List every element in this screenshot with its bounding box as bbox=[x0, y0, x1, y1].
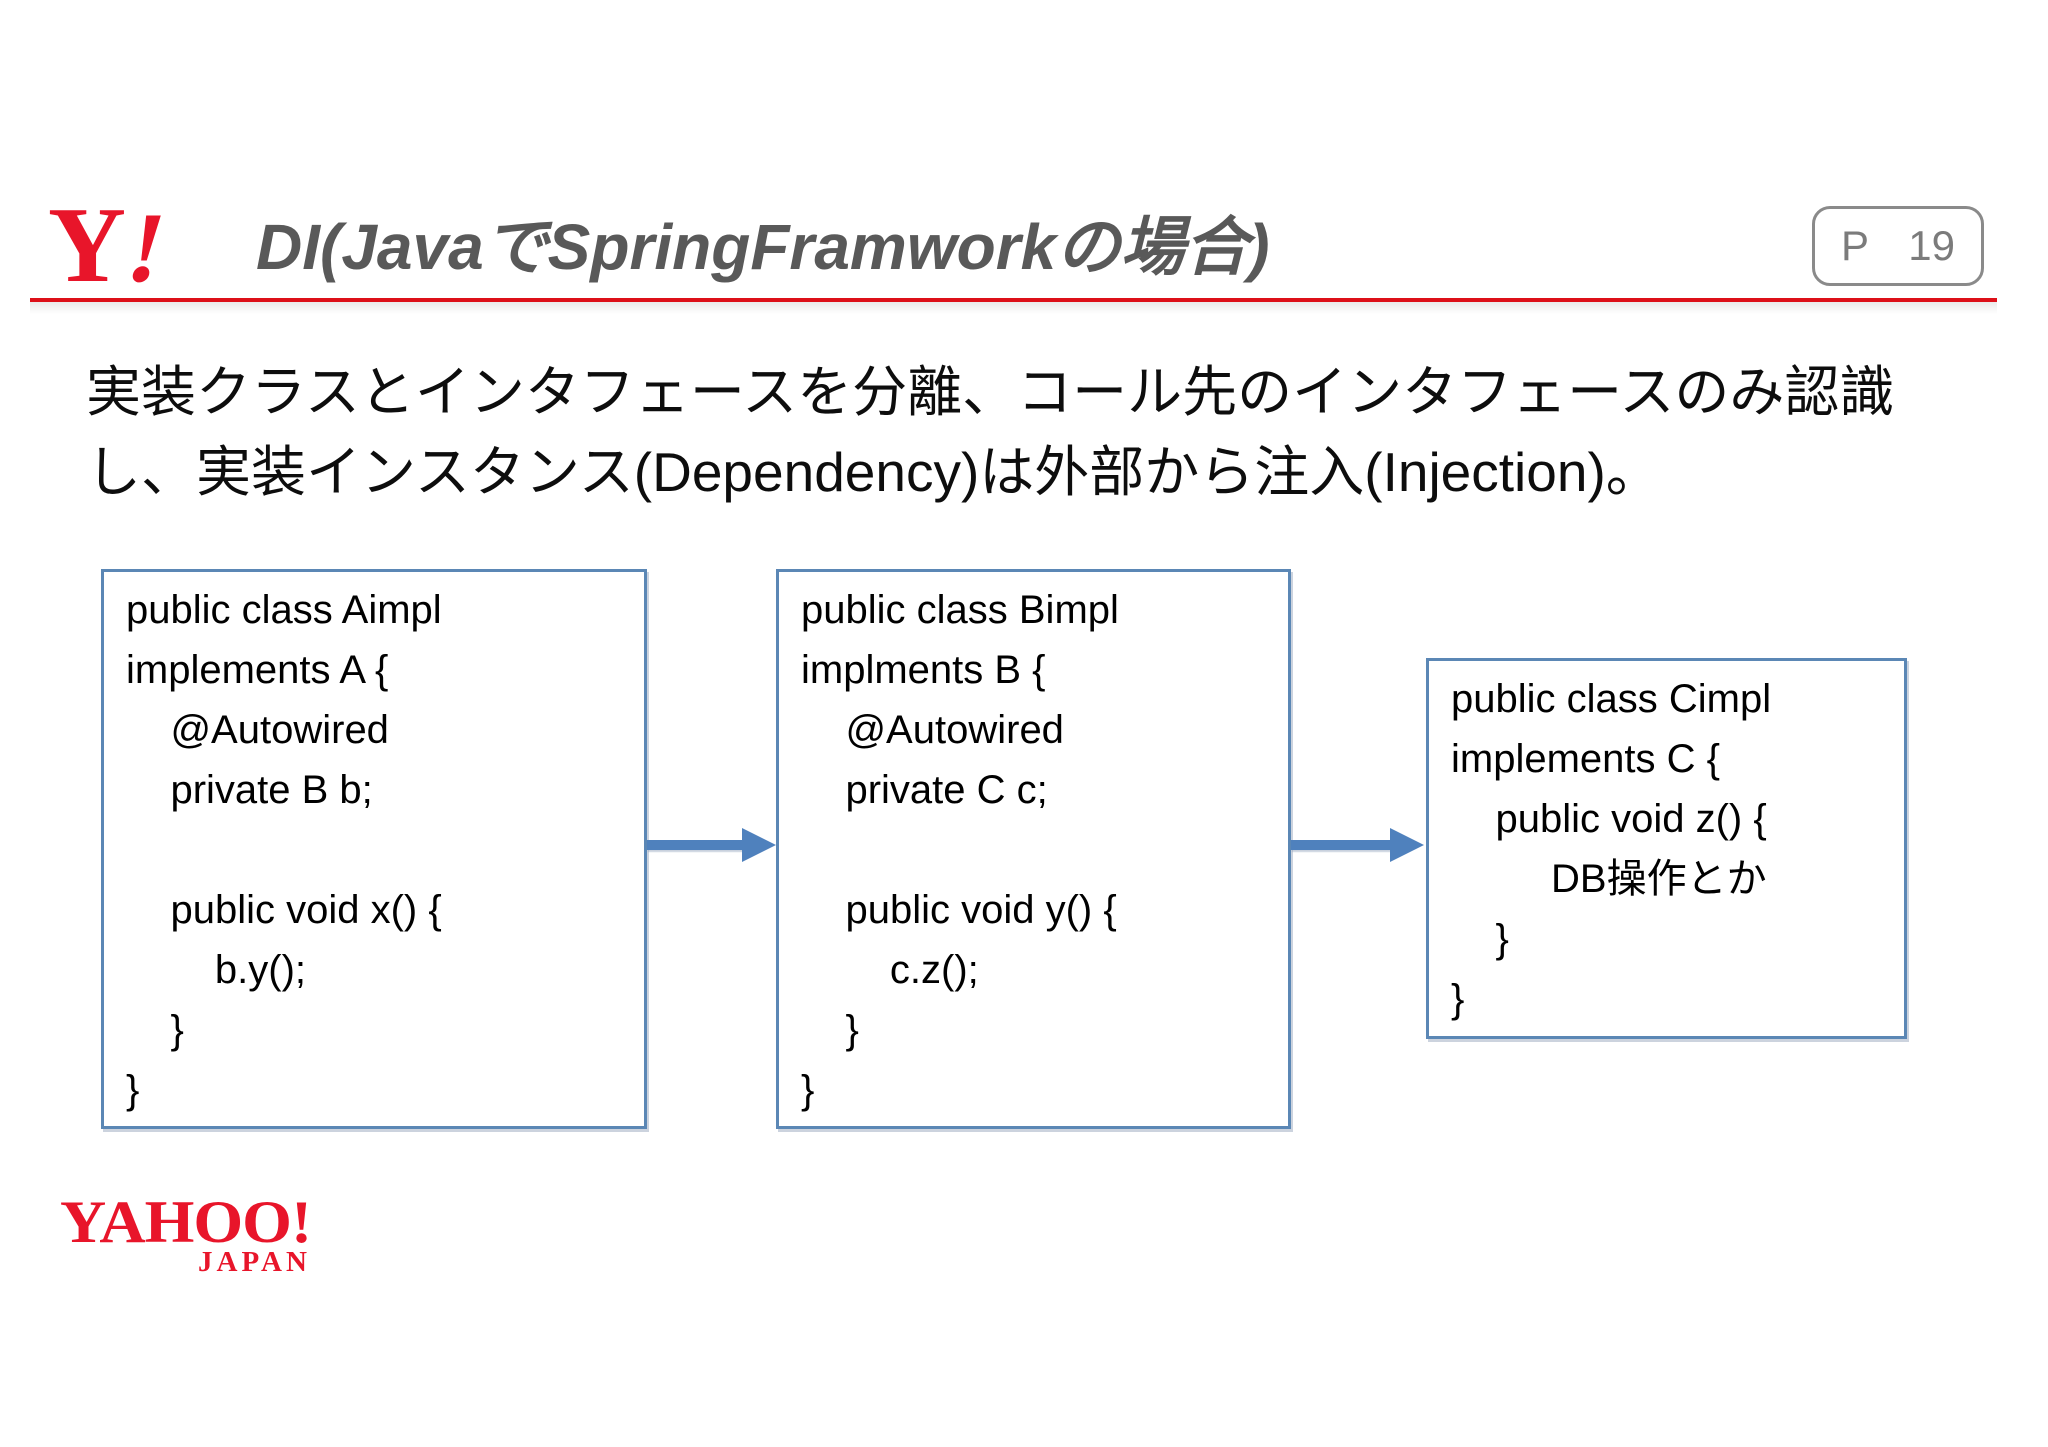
header-divider-shadow bbox=[30, 302, 1997, 314]
yahoo-y-letter: Y bbox=[48, 186, 126, 305]
code-line: } bbox=[126, 1008, 184, 1052]
code-box-aimpl: public class Aimpl implements A { @Autow… bbox=[101, 569, 647, 1129]
lead-text: 実装クラスとインタフェースを分離、コール先のインタフェースのみ認識 し、実装イン… bbox=[86, 352, 1894, 512]
code-line: } bbox=[1451, 977, 1465, 1021]
page-label: P bbox=[1841, 222, 1870, 269]
code-line: public class Bimpl bbox=[801, 588, 1119, 632]
code-line: c.z(); bbox=[801, 948, 979, 992]
arrow-shaft bbox=[1291, 840, 1392, 850]
code-line: implements C { bbox=[1451, 737, 1720, 781]
code-line: } bbox=[126, 1068, 140, 1112]
arrow-right-icon bbox=[1291, 828, 1424, 862]
yahoo-logo-text: YAHOO! bbox=[60, 1187, 312, 1256]
code-line: private B b; bbox=[126, 768, 373, 812]
lead-line-2: し、実装インスタンス(Dependency)は外部から注入(Injection)… bbox=[86, 441, 1661, 503]
code-line bbox=[126, 820, 644, 880]
code-line: public void x() { bbox=[126, 888, 442, 932]
code-line: public class Aimpl bbox=[126, 588, 442, 632]
code-line: } bbox=[801, 1068, 815, 1112]
code-line: b.y(); bbox=[126, 948, 307, 992]
yahoo-japan-logo: YAHOO! JAPAN bbox=[60, 1187, 312, 1278]
code-line: @Autowired bbox=[801, 708, 1064, 752]
page-title: DI(JavaでSpringFramworkの場合) bbox=[256, 211, 1270, 283]
yahoo-exclamation: ! bbox=[118, 192, 176, 303]
code-line: implments B { bbox=[801, 648, 1046, 692]
code-line: } bbox=[1451, 917, 1509, 961]
code-line: private C c; bbox=[801, 768, 1048, 812]
code-line: } bbox=[801, 1008, 859, 1052]
code-box-cimpl: public class Cimpl implements C { public… bbox=[1426, 658, 1907, 1039]
page-number: 19 bbox=[1908, 222, 1955, 269]
code-line: implements A { bbox=[126, 648, 389, 692]
page-number-box: P 19 bbox=[1812, 206, 1984, 286]
code-box-bimpl: public class Bimpl implments B { @Autowi… bbox=[776, 569, 1291, 1129]
code-line: DB操作とか bbox=[1451, 857, 1767, 901]
arrow-right-icon bbox=[647, 828, 776, 862]
lead-line-1: 実装クラスとインタフェースを分離、コール先のインタフェースのみ認識 bbox=[86, 361, 1895, 423]
header-divider bbox=[30, 298, 1997, 302]
arrow-shaft bbox=[647, 840, 744, 850]
code-line bbox=[801, 820, 1288, 880]
arrow-head bbox=[742, 828, 776, 862]
yahoo-y-icon: Y! bbox=[48, 192, 175, 304]
yahoo-logo-japan-text: JAPAN bbox=[198, 1246, 311, 1278]
code-line: public void y() { bbox=[801, 888, 1117, 932]
code-line: public void z() { bbox=[1451, 797, 1767, 841]
code-line: public class Cimpl bbox=[1451, 677, 1772, 721]
code-line: @Autowired bbox=[126, 708, 389, 752]
arrow-head bbox=[1390, 828, 1424, 862]
